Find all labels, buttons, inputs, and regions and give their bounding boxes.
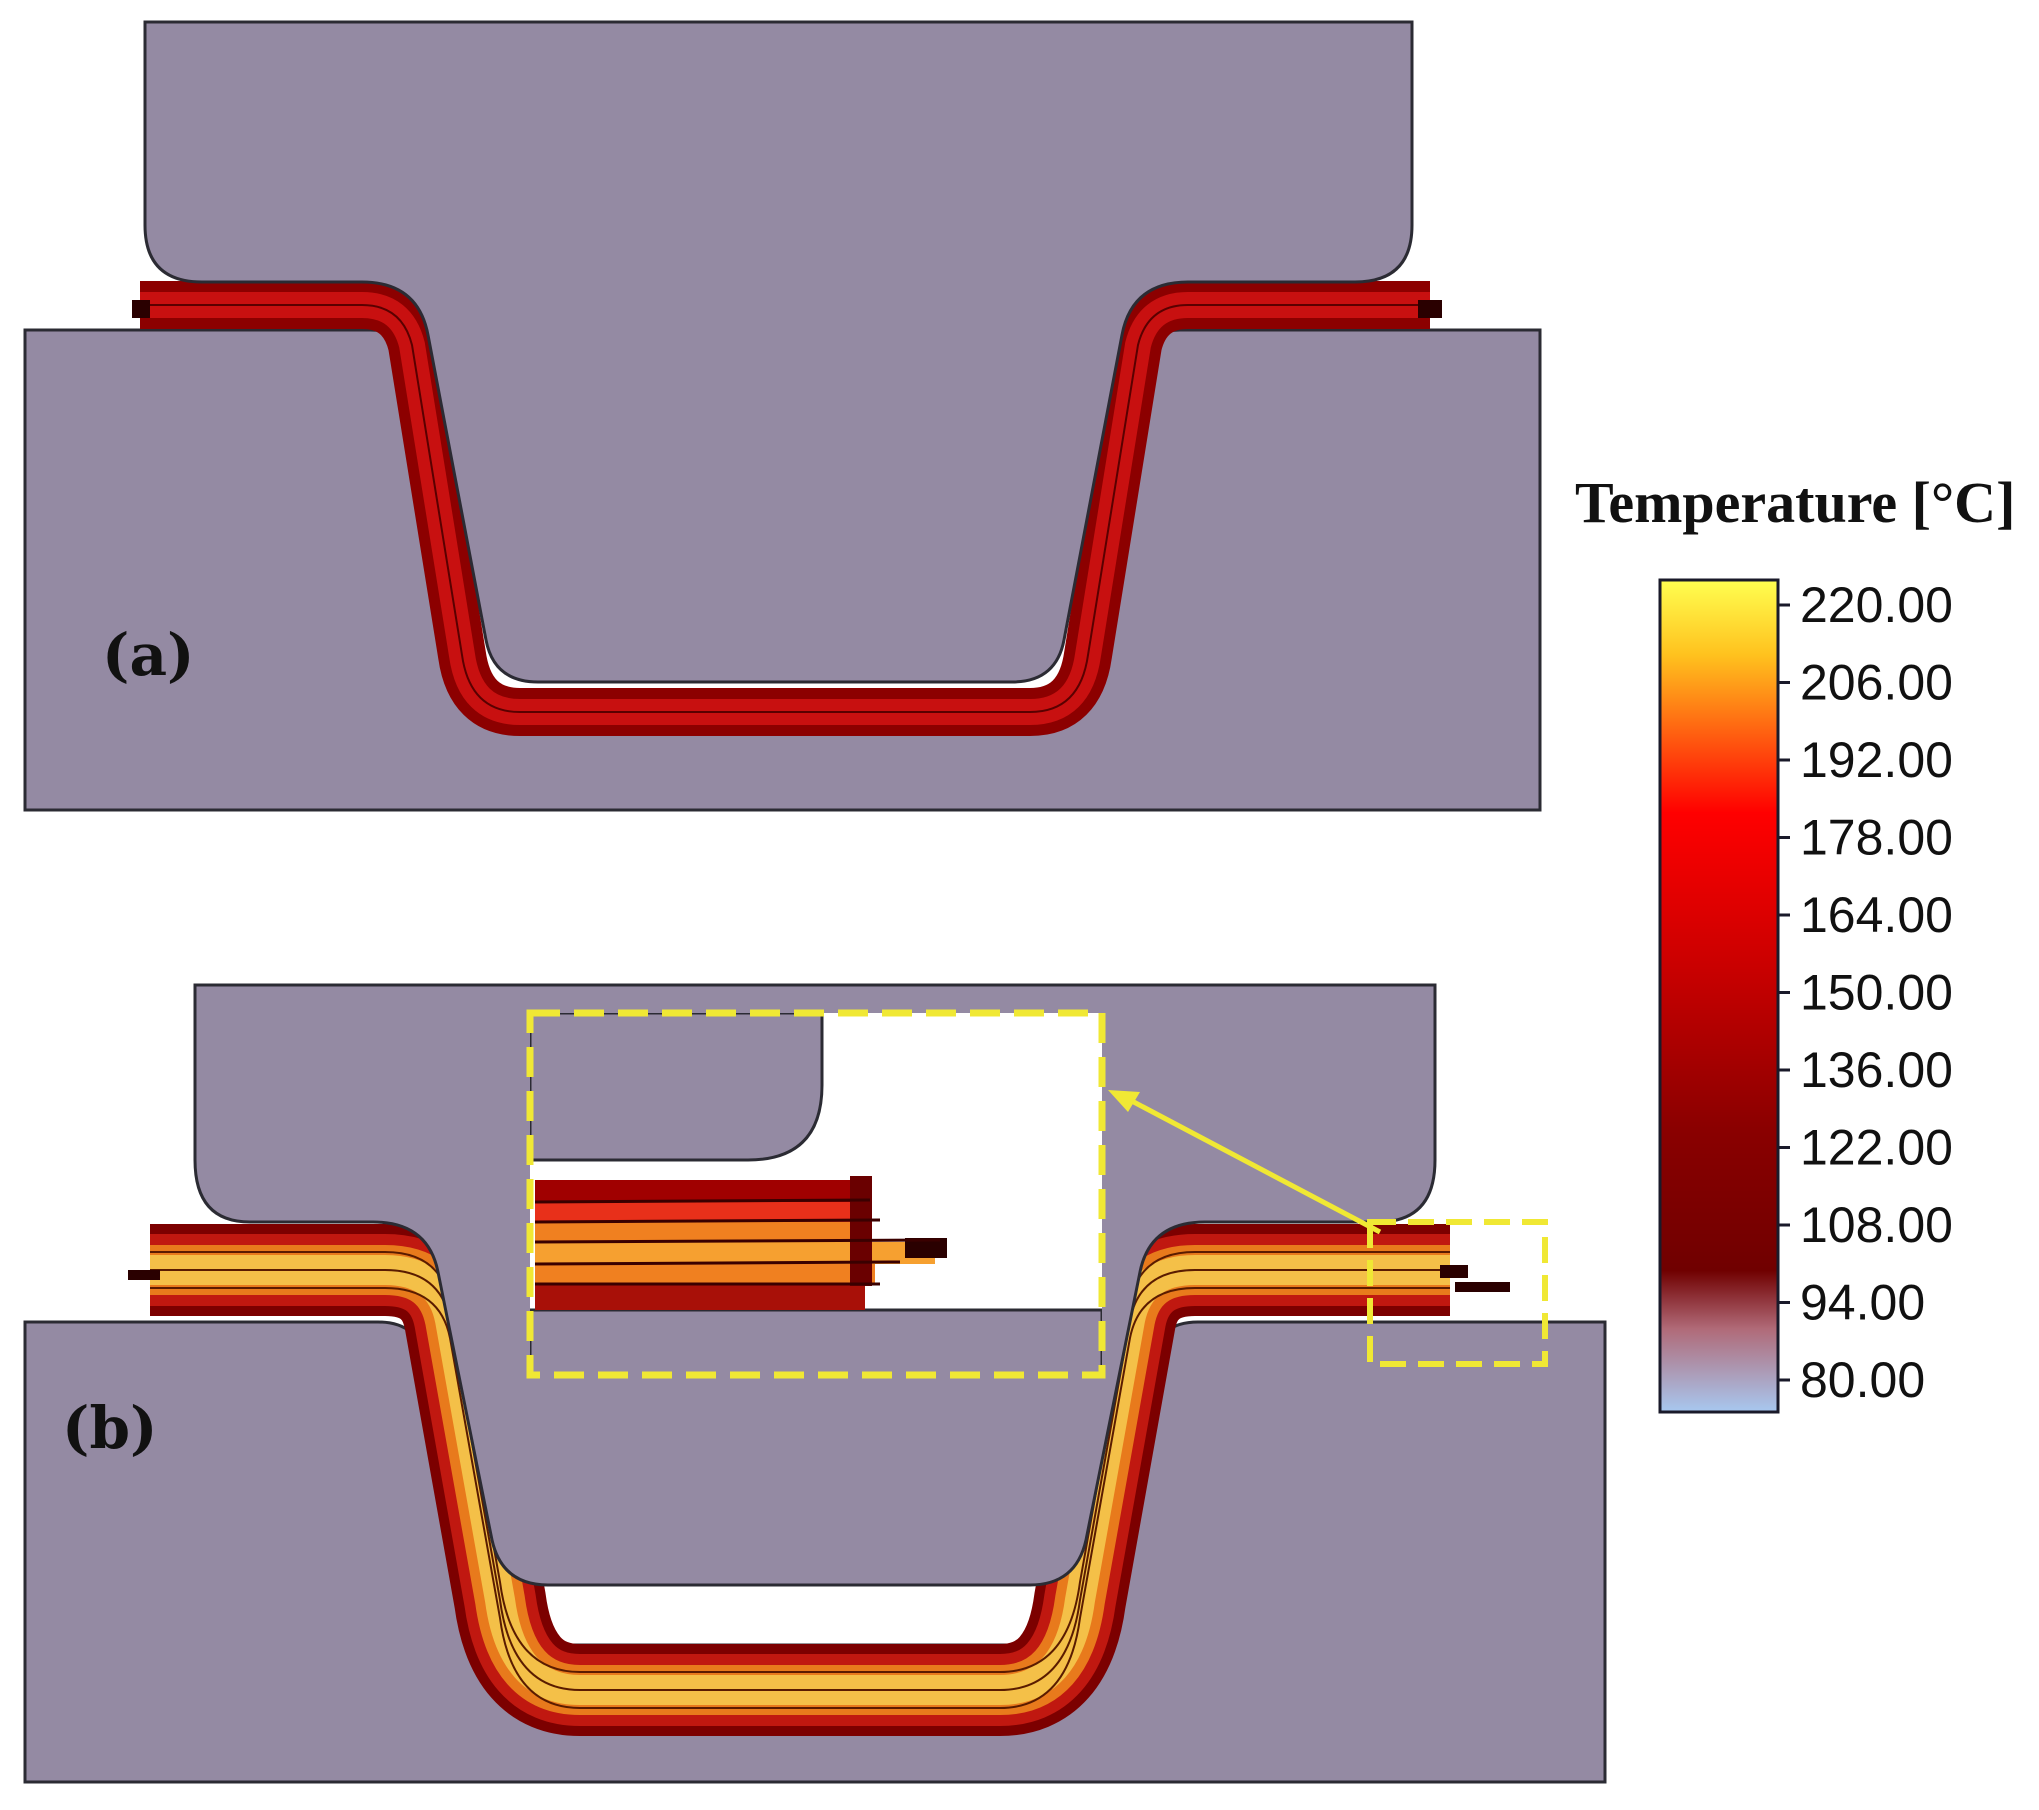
ply-line-3 [150, 1287, 1450, 1709]
colorbar-tick-label: 108.00 [1800, 1197, 1953, 1253]
panel-a: (a) [23, 20, 1542, 812]
zoom-source-box [1367, 1219, 1548, 1367]
colorbar-ticks: 220.00 206.00 192.00 178.00 164.00 150.00 136.… [1778, 577, 1953, 1408]
upper-die-a [143, 20, 1414, 684]
panel-label-b: (b) [62, 1394, 157, 1462]
inset-ply-3 [535, 1222, 865, 1242]
inset-ply-4 [535, 1242, 935, 1264]
colorbar-tick-label: 192.00 [1800, 732, 1953, 788]
inset-ply-6 [535, 1284, 865, 1310]
flange-tip-a-right [1418, 300, 1442, 318]
laminate-a-ply-line [140, 304, 1430, 713]
colorbar-tick-label: 150.00 [1800, 965, 1953, 1021]
inset-lower-die [530, 1308, 1102, 1375]
colorbar-tick-label: 178.00 [1800, 810, 1953, 866]
inset-ply-2 [535, 1202, 850, 1222]
temperature-legend: Temperature [°C] 220.00 206.00 192.00 178.0… [1575, 470, 2015, 1414]
inset-upper-die [530, 1013, 824, 1162]
panel-b: (b) [23, 983, 1607, 1784]
zoom-leader-arrowhead [1108, 1090, 1140, 1112]
panel-label-a: (a) [102, 621, 194, 689]
inset-ply-tip [905, 1238, 947, 1258]
flange-tip-b-left [128, 1270, 160, 1280]
inset-ply-ends [850, 1176, 872, 1286]
inset-ply-5 [535, 1264, 875, 1284]
zoom-leader-line [1128, 1097, 1382, 1235]
zoom-inset [526, 1009, 1106, 1379]
colorbar-tick-label: 136.00 [1800, 1042, 1953, 1098]
colorbar-tick-label: 80.00 [1800, 1352, 1925, 1408]
colorbar-tick-label: 94.00 [1800, 1275, 1925, 1331]
colorbar [1658, 578, 1780, 1414]
colorbar-tick-label: 220.00 [1800, 577, 1953, 633]
flange-tip-a-left [132, 300, 150, 318]
colorbar-tick-label: 122.00 [1800, 1120, 1953, 1176]
flange-tip-b-right-1 [1440, 1265, 1468, 1278]
flange-tip-b-right-2 [1455, 1282, 1510, 1292]
colorbar-tick-label: 164.00 [1800, 887, 1953, 943]
zoom-inset-box [526, 1009, 1106, 1379]
legend-title: Temperature [°C] [1575, 470, 2015, 535]
colorbar-tick-label: 206.00 [1800, 655, 1953, 711]
inset-ply-1 [535, 1180, 850, 1202]
